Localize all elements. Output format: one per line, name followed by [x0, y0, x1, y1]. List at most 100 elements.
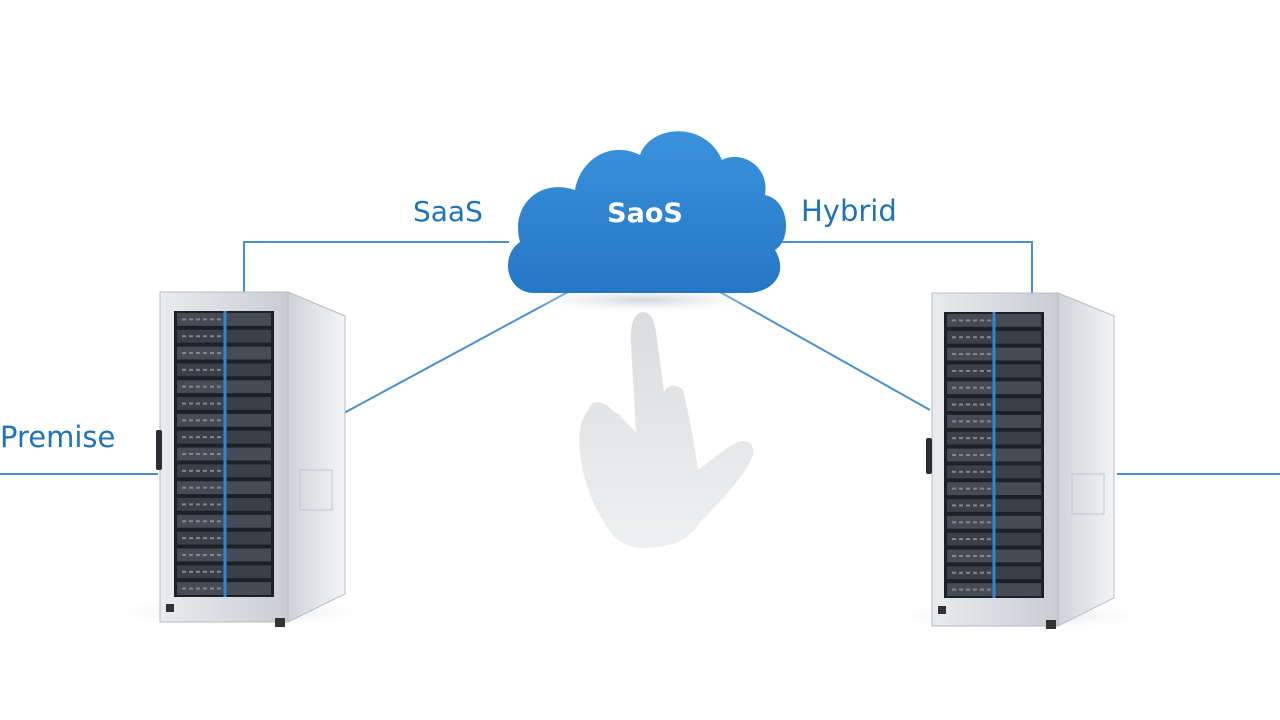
- rack-unit-vent: [980, 470, 984, 473]
- rack-unit-vent: [217, 570, 221, 573]
- rack-unit-vent: [952, 336, 956, 339]
- rack-unit-vent: [987, 386, 991, 389]
- line-right-top: [781, 241, 1033, 295]
- rack-unit-vent: [959, 454, 963, 456]
- rack-unit-vent: [959, 420, 963, 423]
- rack-unit-vent: [210, 335, 214, 338]
- cloud-label: SaoS: [607, 198, 683, 229]
- rack-unit-vent: [973, 538, 977, 541]
- rack-unit-vent: [980, 554, 984, 557]
- line-left-top: [243, 241, 509, 295]
- rack-unit-vent: [973, 588, 977, 591]
- rack-unit-vent: [210, 368, 214, 371]
- rack-unit-vent: [196, 352, 200, 355]
- rack-unit-vent: [203, 537, 207, 540]
- rack-unit-vent: [182, 503, 186, 506]
- rack-unit-vent: [973, 487, 977, 490]
- rack-unit-vent: [196, 385, 200, 388]
- rack-unit-vent: [203, 352, 207, 355]
- rack-unit-vent: [189, 587, 193, 590]
- rack-unit-vent: [210, 419, 214, 422]
- rack-unit-vent: [966, 369, 970, 372]
- rack-unit-vent: [203, 318, 207, 321]
- rack-unit-vent: [959, 504, 963, 507]
- rack-unit-vent: [203, 385, 207, 388]
- rack-unit-vent: [196, 486, 200, 489]
- rack-unit-vent: [196, 520, 200, 523]
- rack-unit-vent: [952, 487, 956, 490]
- rack-unit-vent: [987, 554, 991, 557]
- rack-unit-vent: [203, 503, 207, 506]
- rack-unit-vent: [217, 453, 221, 455]
- rack-unit-vent: [210, 402, 214, 405]
- rack-unit-vent: [973, 386, 977, 389]
- rack-unit-vent: [210, 503, 214, 506]
- rack-unit-vent: [952, 353, 956, 356]
- rack-unit-vent: [966, 403, 970, 406]
- rack-unit-vent: [980, 369, 984, 372]
- rack-unit-vent: [987, 470, 991, 473]
- rack-unit-vent: [980, 319, 984, 322]
- rack-unit-vent: [189, 318, 193, 321]
- rack-unit-vent: [217, 503, 221, 506]
- rack-unit-vent: [959, 369, 963, 372]
- rack-unit-vent: [987, 403, 991, 406]
- rack-unit-vent: [210, 453, 214, 455]
- rack-unit-vent: [210, 318, 214, 321]
- rack-unit-vent: [973, 470, 977, 473]
- rack-unit-vent: [966, 538, 970, 541]
- rack-unit-vent: [980, 454, 984, 456]
- rack-unit-vent: [966, 588, 970, 591]
- rack-unit-vent: [973, 454, 977, 456]
- rack-unit-vent: [182, 587, 186, 590]
- rack-unit-vent: [959, 487, 963, 490]
- rack-unit-vent: [980, 420, 984, 423]
- rack-unit-vent: [987, 369, 991, 372]
- rack-unit-vent: [959, 521, 963, 524]
- rack-unit-vent: [987, 420, 991, 423]
- rack-unit-vent: [182, 570, 186, 573]
- rack-unit-vent: [973, 554, 977, 557]
- rack-unit-vent: [966, 386, 970, 389]
- rack-unit-vent: [987, 538, 991, 541]
- rack-unit-vent: [973, 504, 977, 507]
- rack-unit-vent: [203, 553, 207, 556]
- rack-unit-vent: [959, 437, 963, 440]
- rack-unit-vent: [196, 537, 200, 540]
- rack-unit-vent: [217, 553, 221, 556]
- rack-unit-vent: [203, 436, 207, 439]
- rack-unit-vent: [217, 385, 221, 388]
- rack-unit-vent: [189, 419, 193, 422]
- rack-unit-vent: [980, 538, 984, 541]
- rack-unit-vent: [210, 587, 214, 590]
- rack-unit-vent: [182, 469, 186, 472]
- rack-unit-vent: [973, 437, 977, 440]
- rack-unit-vent: [959, 571, 963, 574]
- rack-unit-vent: [196, 335, 200, 338]
- rack-unit-vent: [987, 454, 991, 456]
- rack-unit-vent: [196, 503, 200, 506]
- rack-unit-vent: [203, 520, 207, 523]
- rack-unit-vent: [980, 353, 984, 356]
- rack-unit-vent: [196, 419, 200, 422]
- rack-unit-vent: [959, 353, 963, 356]
- rack-unit-vent: [966, 454, 970, 456]
- rack-unit-vent: [973, 521, 977, 524]
- rack-unit-vent: [966, 521, 970, 524]
- rack-unit-vent: [182, 520, 186, 523]
- rack-unit-vent: [966, 470, 970, 473]
- cloud-icon: [505, 131, 787, 314]
- rack-unit-vent: [980, 386, 984, 389]
- rack-unit-vent: [182, 335, 186, 338]
- rack-unit-vent: [189, 402, 193, 405]
- rack-unit-vent: [966, 504, 970, 507]
- rack-unit-vent: [182, 537, 186, 540]
- rack-unit-vent: [182, 318, 186, 321]
- rack-unit-vent: [980, 588, 984, 591]
- rack-unit-vent: [217, 486, 221, 489]
- rack-unit-vent: [203, 587, 207, 590]
- rack-unit-vent: [952, 588, 956, 591]
- rack-unit-vent: [210, 436, 214, 439]
